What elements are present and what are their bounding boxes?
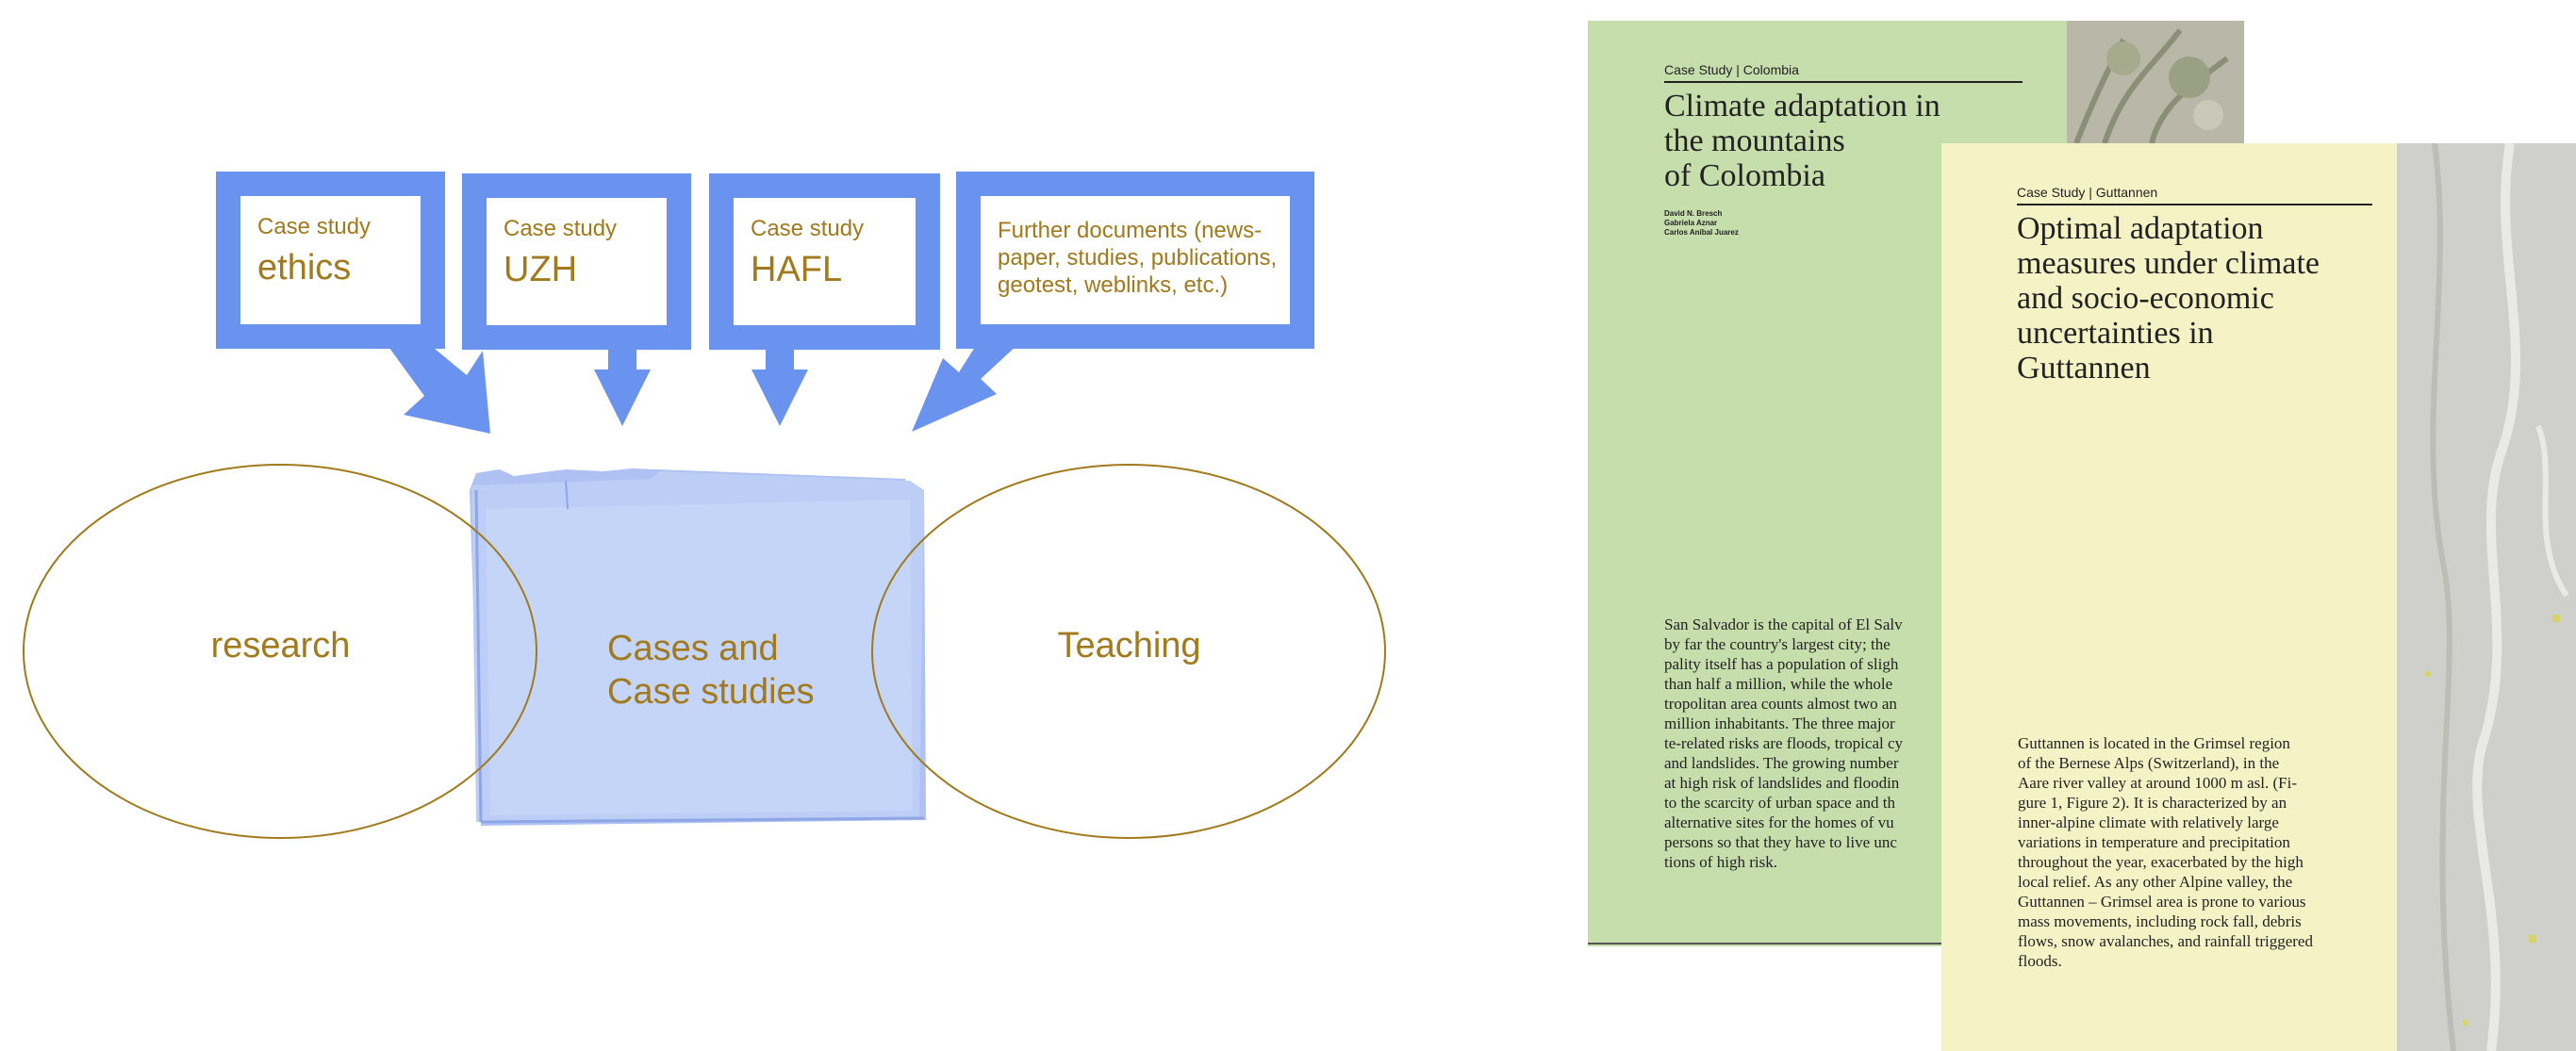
doc1-body: San Salvador is the capital of El Salv b… [1664, 615, 1903, 872]
doc1-body-line: te-related risks are floods, tropical cy [1664, 734, 1904, 752]
doc1-body-line: San Salvador is the capital of El Salv [1664, 616, 1903, 633]
doc2-body-line: of the Bernese Alps (Switzerland), in th… [2018, 754, 2280, 772]
folder-label-line-2: Case studies [607, 672, 815, 712]
doc2-body-line: inner-alpine climate with relatively lar… [2018, 813, 2279, 831]
doc1-body-line: tropolitan area counts almost two an [1664, 695, 1897, 713]
doc1-body-line: million inhabitants. The three major [1664, 714, 1895, 732]
doc2-body-line: Aare river valley at around 1000 m asl. … [2018, 774, 2297, 792]
doc1-title: Climate adaptation in the mountains of C… [1664, 89, 1940, 193]
doc2-body-line: local relief. As any other Alpine valley… [2018, 873, 2293, 891]
doc1-body-line: to the scarcity of urban space and th [1664, 794, 1895, 812]
callout-uzh-label: UZH [504, 250, 578, 289]
teaching-ellipse [871, 464, 1386, 839]
doc2-body-line: flows, snow avalanches, and rainfall tri… [2018, 932, 2313, 950]
doc1-author-2: Gabriela Aznar [1664, 219, 1718, 227]
doc2-title-line-2: measures under climate [2017, 246, 2320, 281]
callout-ethics-kicker: Case study [257, 214, 372, 239]
doc1-author-3: Carlos Aníbal Juarez [1664, 228, 1739, 237]
doc1-body-line: pality itself has a population of sligh [1664, 655, 1899, 673]
doc2-body-line: floods. [2018, 952, 2062, 970]
arrow-ethics [387, 344, 490, 434]
callout-ethics: Case study ethics [216, 172, 445, 349]
diagram-shapes [23, 344, 1386, 839]
doc2-title-line-4: uncertainties in [2017, 316, 2214, 351]
doc2-title-line-5: Guttannen [2017, 351, 2151, 386]
doc2-kicker: Case Study | Guttannen [2017, 185, 2158, 200]
doc2-body-line: gure 1, Figure 2). It is characterized b… [2018, 794, 2287, 812]
callout-further-line-3: geotest, weblinks, etc.) [998, 272, 1229, 298]
callout-uzh-kicker: Case study [504, 216, 618, 241]
arrow-hafl [751, 347, 808, 426]
doc2-kicker-rule [2017, 204, 2372, 205]
research-label: research [210, 626, 351, 665]
arrow-uzh [594, 347, 651, 426]
doc2-title: Optimal adaptation measures under climat… [2017, 211, 2320, 386]
callout-further-line-1: Further documents (news- [998, 218, 1263, 243]
doc1-bottom-rule [1588, 943, 2244, 944]
arrow-further [912, 344, 1018, 432]
callout-uzh: Case study UZH [462, 173, 691, 350]
doc2-body-line: variations in temperature and precipitat… [2018, 833, 2290, 851]
callout-hafl-label: HAFL [751, 250, 843, 289]
doc1-body-line: by far the country's largest city; the [1664, 635, 1891, 653]
doc1-authors: David N. Bresch Gabriela Aznar Carlos An… [1664, 209, 1739, 238]
doc2-body-line: mass movements, including rock fall, deb… [2018, 912, 2302, 930]
doc1-author-1: David N. Bresch [1664, 209, 1723, 218]
doc1-body-line: at high risk of landslides and floodin [1664, 774, 1900, 792]
research-ellipse [23, 464, 537, 839]
callout-hafl: Case study HAFL [709, 173, 940, 350]
callout-ethics-label: ethics [257, 248, 352, 287]
doc1-body-line: alternative sites for the homes of vu [1664, 813, 1894, 831]
doc1-body-line: persons so that they have to live unc [1664, 833, 1897, 851]
doc1-body-line: and landslides. The growing number [1664, 754, 1899, 772]
folder-icon [470, 468, 926, 826]
photo-thumbnail [2067, 21, 2244, 143]
doc2-body-line: Guttannen – Grimsel area is prone to var… [2018, 893, 2306, 911]
callout-hafl-kicker: Case study [751, 216, 865, 241]
callout-further-line-2: paper, studies, publications, [998, 245, 1278, 271]
folder-label-line-1: Cases and [607, 629, 779, 668]
doc1-title-line-3: of Colombia [1664, 158, 1825, 193]
doc1-kicker-rule [1664, 81, 2023, 83]
folder-label: Cases and Case studies [607, 627, 815, 714]
map-thumbnail [2397, 143, 2576, 1051]
callout-further-documents: Further documents (news- paper, studies,… [956, 172, 1314, 349]
doc2-title-line-3: and socio-economic [2017, 281, 2274, 316]
doc1-body-line: tions of high risk. [1664, 853, 1777, 871]
doc2-body-line: Guttannen is located in the Grimsel regi… [2018, 734, 2290, 752]
doc1-title-line-1: Climate adaptation in [1664, 89, 1940, 123]
doc2-title-line-1: Optimal adaptation [2017, 211, 2264, 246]
document-guttannen: Case Study | Guttannen Optimal adaptatio… [1941, 143, 2576, 1051]
doc1-kicker: Case Study | Colombia [1664, 62, 1799, 77]
doc2-body: Guttannen is located in the Grimsel regi… [2018, 733, 2313, 971]
doc2-body-line: throughout the year, exacerbated by the … [2018, 853, 2304, 871]
doc1-body-line: than half a million, while the whole [1664, 675, 1893, 693]
doc1-title-line-2: the mountains [1664, 123, 1845, 158]
teaching-label: Teaching [1057, 626, 1201, 665]
